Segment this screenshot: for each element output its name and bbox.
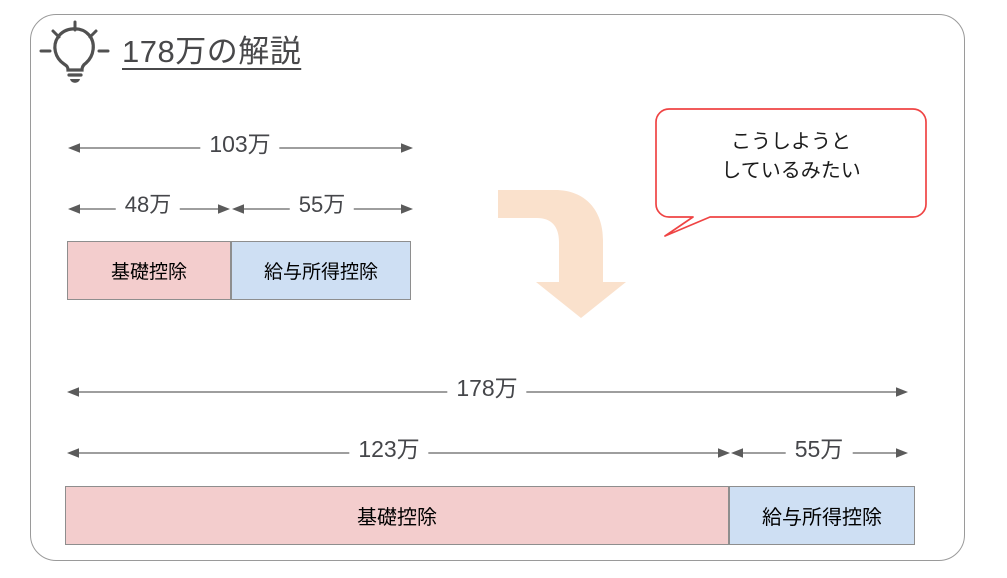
measure-label-55-top: 55万 bbox=[289, 192, 355, 218]
speech-bubble: こうしようと しているみたい bbox=[655, 108, 945, 238]
bar-segment-kiso-top[interactable]: 基礎控除 bbox=[67, 241, 231, 300]
measure-bot-seg1: 123万 bbox=[67, 436, 730, 466]
bar-label-kyuyo-top: 給与所得控除 bbox=[263, 262, 378, 283]
measure-top-seg2: 55万 bbox=[232, 192, 413, 222]
measure-label-55-bot: 55万 bbox=[785, 436, 853, 462]
measure-label-123: 123万 bbox=[349, 436, 429, 462]
measure-bot-seg2: 55万 bbox=[731, 436, 908, 466]
page-title: 178万の解説 bbox=[122, 34, 302, 70]
bar-label-kiso-bottom: 基礎控除 bbox=[357, 507, 437, 529]
measure-label-103: 103万 bbox=[200, 131, 280, 157]
measure-label-48: 48万 bbox=[115, 192, 181, 218]
bar-label-kyuyo-bottom: 給与所得控除 bbox=[762, 507, 882, 529]
bar-label-kiso-top: 基礎控除 bbox=[110, 262, 187, 283]
measure-top-total: 103万 bbox=[68, 131, 413, 161]
speech-bubble-shape bbox=[655, 108, 927, 237]
bar-segment-kiso-bottom[interactable]: 基礎控除 bbox=[65, 486, 729, 545]
bar-segment-kyuyo-bottom[interactable]: 給与所得控除 bbox=[729, 486, 915, 545]
speech-bubble-text: こうしようと しているみたい bbox=[721, 131, 861, 182]
bar-segment-kyuyo-top[interactable]: 給与所得控除 bbox=[231, 241, 411, 300]
lightbulb-icon bbox=[38, 20, 116, 86]
measure-bot-total: 178万 bbox=[67, 375, 908, 405]
page-title-row: 178万の解説 bbox=[36, 20, 302, 83]
card-frame bbox=[30, 14, 965, 561]
measure-top-seg1: 48万 bbox=[68, 192, 230, 222]
measure-label-178: 178万 bbox=[447, 375, 527, 401]
bent-down-arrow-icon bbox=[495, 178, 635, 318]
